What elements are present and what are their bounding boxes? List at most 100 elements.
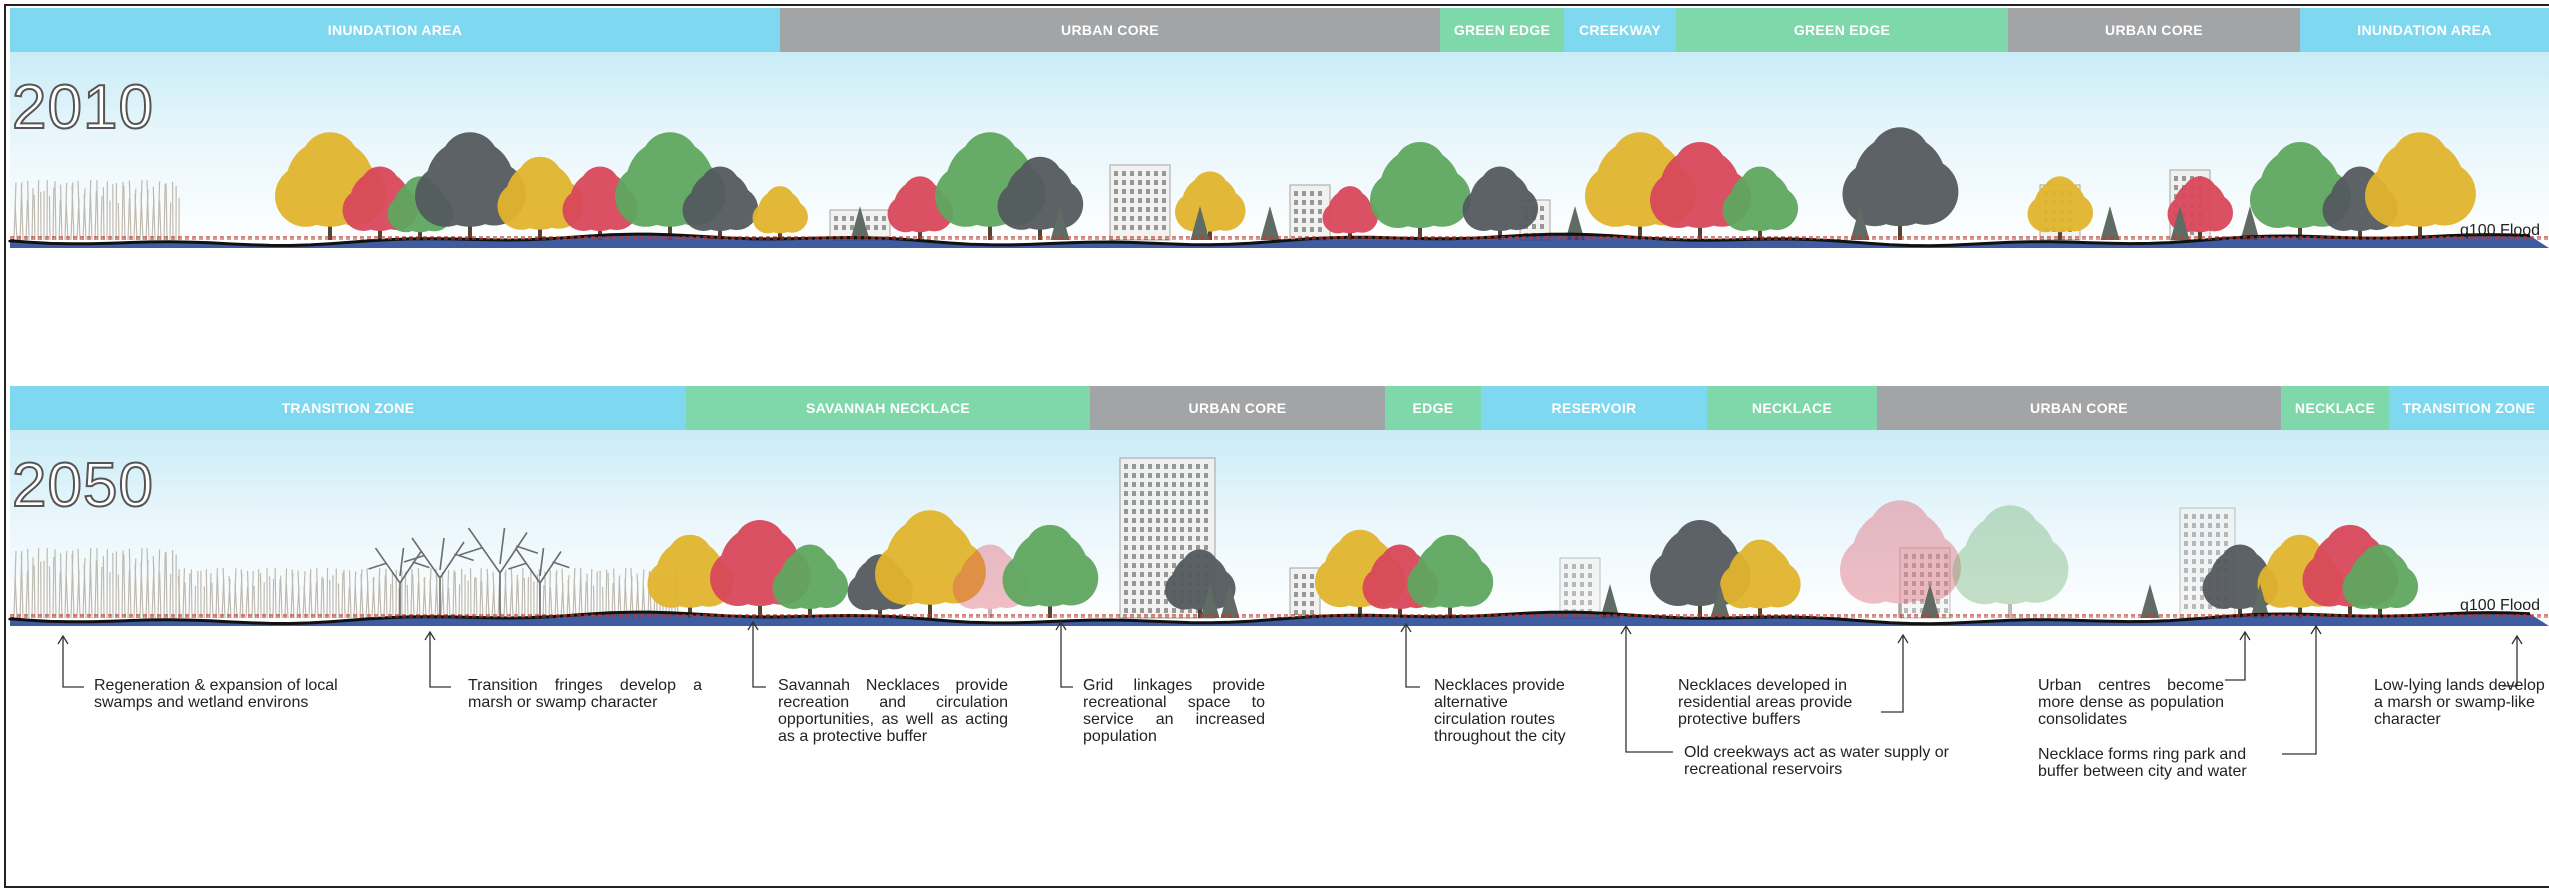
zone-transition-zone: TRANSITION ZONE — [2389, 386, 2549, 430]
leader-line — [1405, 624, 1420, 688]
tree — [2365, 132, 2476, 240]
annotation-transition-fringes: Transition fringes develop a marsh or sw… — [468, 677, 702, 711]
building — [1559, 557, 1601, 619]
conifer-tree — [2250, 584, 2270, 618]
zone-urban-core: URBAN CORE — [2008, 8, 2300, 52]
tree — [752, 186, 808, 240]
conifer-tree — [1565, 206, 1585, 240]
leader-line — [1625, 626, 1673, 753]
conifer-tree — [2140, 584, 2160, 618]
tree — [1952, 505, 2069, 618]
leader-line — [2282, 626, 2317, 755]
flood-label-2050: q100 Flood — [2460, 597, 2541, 614]
arrowhead — [57, 634, 69, 645]
arrowhead — [1055, 620, 1067, 631]
zone-inundation-area: INUNDATION AREA — [2300, 8, 2549, 52]
zone-urban-core: URBAN CORE — [1090, 386, 1385, 430]
tree — [1722, 166, 1799, 240]
conifer-tree — [1200, 584, 1220, 618]
annotation-residential-buffers: Necklaces developed in residential areas… — [1678, 677, 1853, 728]
tree — [562, 166, 639, 240]
arrowhead — [2511, 634, 2523, 645]
tree — [1720, 539, 1801, 618]
bare-tree — [403, 537, 474, 618]
arrowhead — [1400, 622, 1412, 633]
bare-tree — [459, 527, 539, 618]
tree — [1002, 524, 1099, 618]
leader-line — [62, 636, 84, 688]
annotation-grid-linkages: Grid linkages provide recreational space… — [1083, 677, 1265, 745]
arrowhead — [747, 620, 759, 631]
conifer-tree — [1850, 206, 1870, 240]
leader-line — [2225, 632, 2246, 681]
zone-creekway: CREEKWAY — [1564, 8, 1676, 52]
conifer-tree — [1600, 584, 1620, 618]
zone-necklace: NECKLACE — [2281, 386, 2389, 430]
bare-tree — [508, 547, 570, 618]
annotation-urban-centres: Urban centres become more dense as popul… — [2038, 677, 2224, 728]
annotation-alternative-routes: Necklaces provide alternative circulatio… — [1434, 677, 1566, 745]
zone-green-edge: GREEN EDGE — [1676, 8, 2008, 52]
tree — [1407, 534, 1494, 618]
tree — [875, 510, 986, 618]
tree — [1370, 142, 1471, 240]
zone-savannah-necklace: SAVANNAH NECKLACE — [686, 386, 1090, 430]
tree — [1165, 549, 1236, 618]
tree — [887, 176, 954, 240]
section-illustration-2050 — [8, 457, 2549, 626]
tree — [1322, 186, 1378, 240]
leader-line — [1881, 635, 1904, 713]
arrowhead — [424, 630, 436, 641]
tree — [2027, 176, 2094, 240]
tree — [2342, 544, 2419, 618]
ground-line — [8, 610, 2531, 626]
flood-label-2010: q100 Flood — [2460, 222, 2541, 239]
conifer-tree — [1220, 584, 1240, 618]
bare-tree — [368, 547, 430, 618]
ground-line — [8, 232, 2531, 248]
tree — [772, 544, 849, 618]
wetland-reeds — [13, 548, 180, 619]
conifer-tree — [2170, 206, 2190, 240]
arrowhead — [2239, 630, 2251, 641]
leader-line — [2502, 636, 2518, 687]
tree — [1650, 142, 1751, 240]
zone-necklace: NECKLACE — [1707, 386, 1877, 430]
building — [1289, 184, 1331, 241]
annotation-savannah-necklaces: Savannah Necklaces provide recreation an… — [778, 677, 1008, 745]
zone-transition-zone: TRANSITION ZONE — [10, 386, 686, 430]
leader-line — [752, 622, 766, 688]
zone-band-2050: TRANSITION ZONE SAVANNAH NECKLACE URBAN … — [10, 386, 2549, 430]
arrowhead — [2310, 624, 2322, 635]
conifer-tree — [1710, 584, 1730, 618]
conifer-tree — [1190, 206, 1210, 240]
zone-green-edge: GREEN EDGE — [1440, 8, 1564, 52]
conifer-tree — [850, 206, 870, 240]
conifer-tree — [2100, 206, 2120, 240]
zone-urban-core: URBAN CORE — [780, 8, 1440, 52]
year-label-2050: 2050 — [11, 450, 154, 521]
zone-reservoir: RESERVOIR — [1481, 386, 1707, 430]
zone-inundation-area: INUNDATION AREA — [10, 8, 780, 52]
building — [1109, 164, 1171, 241]
zone-band-2010: INUNDATION AREA URBAN CORE GREEN EDGE CR… — [10, 8, 2549, 52]
zone-edge: EDGE — [1385, 386, 1481, 430]
leader-line — [1060, 622, 1073, 688]
section-illustration-2010 — [8, 127, 2549, 248]
sky-2050 — [10, 430, 2549, 620]
wetland-reeds — [177, 567, 679, 619]
annotation-low-lying-lands: Low-lying lands develop a marsh or swamp… — [2374, 677, 2545, 728]
wetland-reeds — [13, 179, 180, 241]
conifer-tree — [2240, 206, 2260, 240]
tree — [1842, 127, 1959, 240]
building — [1289, 567, 1321, 619]
conifer-tree — [1260, 206, 1280, 240]
annotation-old-creekways: Old creekways act as water supply or rec… — [1684, 744, 1949, 778]
arrowhead — [1620, 624, 1632, 635]
tree — [1175, 171, 1246, 240]
tree — [1462, 166, 1539, 240]
tree — [1840, 500, 1961, 618]
arrowhead — [1897, 633, 1909, 644]
conifer-tree — [1050, 206, 1070, 240]
